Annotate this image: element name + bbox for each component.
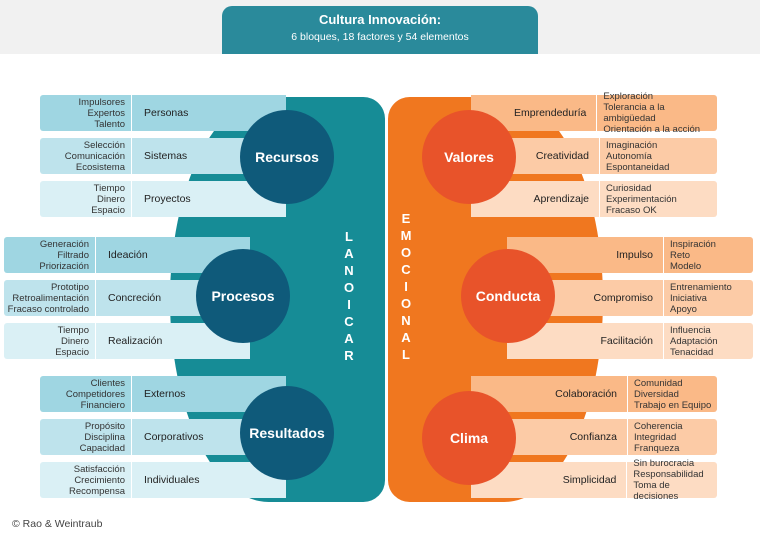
element-list: Tiempo Dinero Espacio bbox=[4, 323, 96, 359]
page-subtitle: 6 bloques, 18 factores y 54 elementos bbox=[291, 31, 469, 43]
element-list: Influencia Adaptación Tenacidad bbox=[670, 324, 718, 358]
factor-label: Realización bbox=[108, 335, 163, 347]
element-list: Satisfacción Crecimiento Recompensa bbox=[40, 462, 132, 498]
element-list: Inspiración Reto Modelo bbox=[670, 238, 716, 272]
factor-label: Externos bbox=[144, 388, 186, 400]
factor-label: Aprendizaje bbox=[471, 181, 600, 217]
element-list: Propósito Disciplina Capacidad bbox=[40, 419, 132, 455]
factor-row: Emprendeduría Exploración Tolerancia a l… bbox=[471, 91, 717, 135]
element-list: Clientes Competidores Financiero bbox=[40, 376, 132, 412]
factor-label: Impulso bbox=[507, 237, 664, 273]
element-list: Impulsores Expertos Talento bbox=[40, 95, 132, 131]
factor-row: Tiempo Dinero Espacio Proyectos bbox=[40, 181, 286, 217]
element-list: Comunidad Diversidad Trabajo en Equipo bbox=[634, 377, 712, 411]
factor-row: Impulso Inspiración Reto Modelo bbox=[507, 237, 753, 273]
factor-label: Individuales bbox=[144, 474, 200, 486]
factor-row: Facilitación Influencia Adaptación Tenac… bbox=[507, 323, 753, 359]
factor-label: Facilitación bbox=[507, 323, 664, 359]
factor-label: Corporativos bbox=[144, 431, 204, 443]
emotional-label: E M O C I O N A L bbox=[400, 211, 412, 362]
title-box: Cultura Innovación: 6 bloques, 18 factor… bbox=[222, 6, 538, 54]
element-list: Tiempo Dinero Espacio bbox=[40, 181, 132, 217]
element-list: Exploración Tolerancia a la ambigüedad O… bbox=[603, 91, 701, 135]
factor-label: Concreción bbox=[108, 292, 162, 304]
element-list: Selección Comunicación Ecosistema bbox=[40, 138, 132, 174]
factor-row: Aprendizaje Curiosidad Experimentación F… bbox=[471, 181, 717, 217]
element-list: Sin burocracia Responsabilidad Toma de d… bbox=[633, 458, 704, 502]
block-clima: Clima bbox=[422, 391, 516, 485]
factor-label: Sistemas bbox=[144, 150, 188, 162]
factor-label: Personas bbox=[144, 107, 189, 119]
factor-row: Impulsores Expertos Talento Personas bbox=[40, 95, 286, 131]
element-list: Prototipo Retroalimentación Fracaso cont… bbox=[4, 280, 96, 316]
factor-label: Simplicidad bbox=[471, 462, 628, 498]
factor-label: Creatividad bbox=[471, 138, 600, 174]
factor-label: Colaboración bbox=[471, 376, 628, 412]
element-list: Imaginación Autonomía Espontaneidad bbox=[606, 139, 670, 173]
block-procesos: Procesos bbox=[196, 249, 290, 343]
element-list: Coherencia Integridad Franqueza bbox=[634, 420, 683, 454]
factor-row: Colaboración Comunidad Diversidad Trabaj… bbox=[471, 376, 717, 412]
factor-label: Emprendeduría bbox=[471, 95, 598, 131]
factor-label: Proyectos bbox=[144, 193, 191, 205]
factor-label: Confianza bbox=[471, 419, 628, 455]
block-resultados: Resultados bbox=[240, 386, 334, 480]
element-list: Generación Filtrado Priorización bbox=[4, 237, 96, 273]
factor-label: Compromiso bbox=[507, 280, 664, 316]
factor-row: Simplicidad Sin burocracia Responsabilid… bbox=[471, 458, 717, 502]
element-list: Curiosidad Experimentación Fracaso OK bbox=[606, 182, 677, 216]
rational-label: L A N O I C A R bbox=[343, 229, 355, 363]
factor-row: Clientes Competidores Financiero Externo… bbox=[40, 376, 286, 412]
element-list: Entrenamiento Iniciativa Apoyo bbox=[670, 281, 732, 315]
factor-label: Ideación bbox=[108, 249, 148, 261]
page-title: Cultura Innovación: bbox=[318, 12, 442, 27]
factor-row: Satisfacción Crecimiento Recompensa Indi… bbox=[40, 462, 286, 498]
block-valores: Valores bbox=[422, 110, 516, 204]
copyright: © Rao & Weintraub bbox=[12, 518, 103, 530]
block-conducta: Conducta bbox=[461, 249, 555, 343]
block-recursos: Recursos bbox=[240, 110, 334, 204]
